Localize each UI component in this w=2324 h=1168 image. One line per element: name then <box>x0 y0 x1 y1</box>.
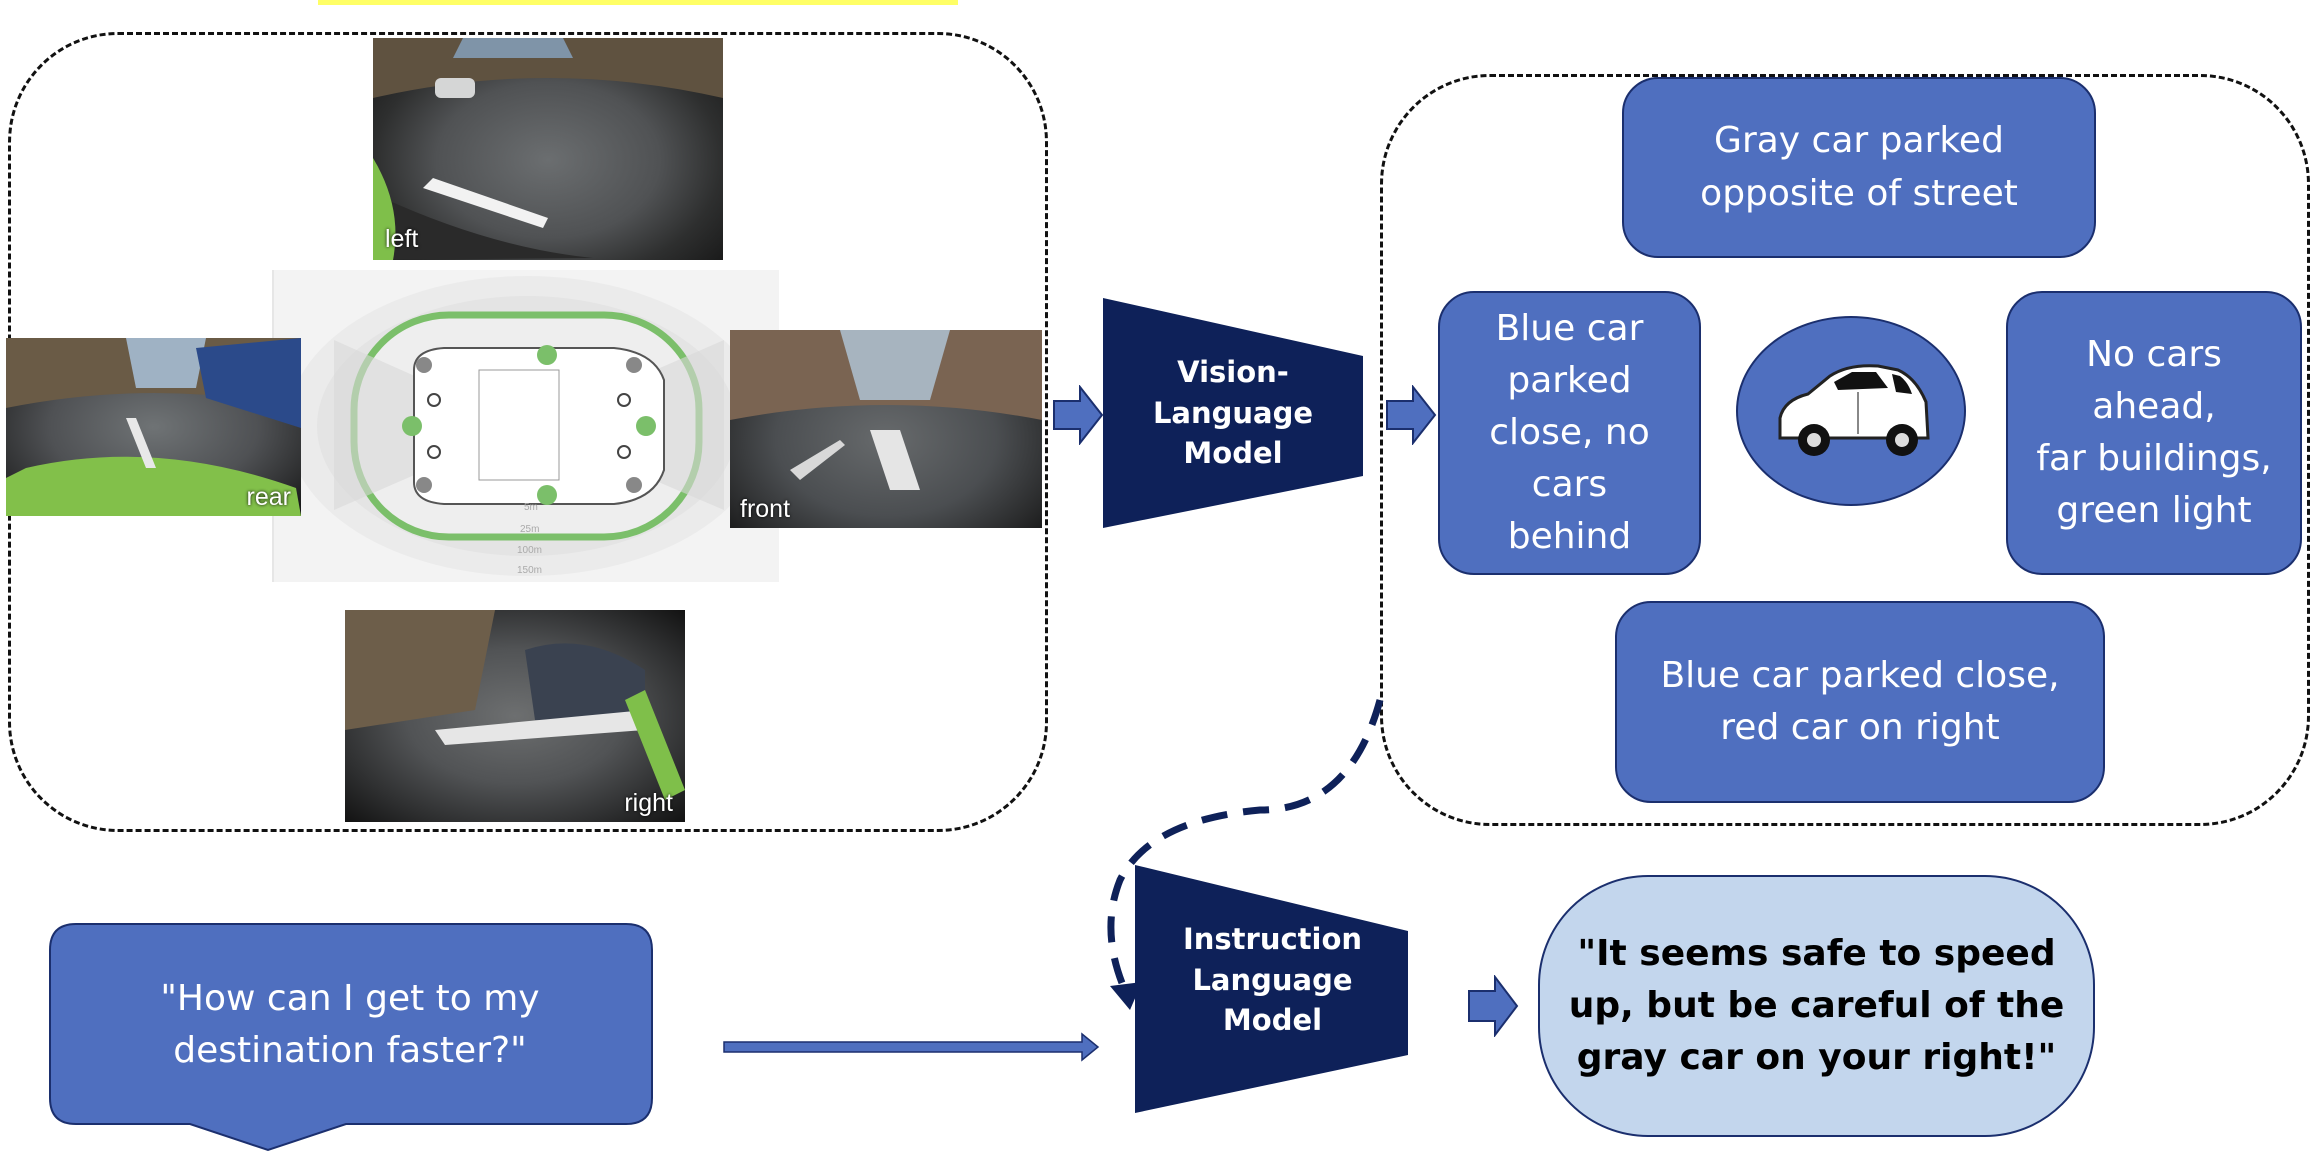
description-group-border <box>1380 74 2310 826</box>
car-sensor-diagram: 5m 25m 100m 150m <box>272 270 779 582</box>
description-top-line2: opposite of street <box>1700 172 2018 214</box>
right-camera-image: right <box>345 610 685 822</box>
left-camera-label: left <box>385 225 419 253</box>
arrow-from-ilm-icon <box>1468 975 1519 1037</box>
instruction-model-shape <box>1135 865 1408 1113</box>
answer-line2: up, but be careful of the <box>1568 984 2065 1026</box>
vision-language-model-shape <box>1103 298 1363 528</box>
description-right-line3: far buildings, <box>2036 438 2272 479</box>
front-camera-label: front <box>740 495 791 523</box>
description-left-line2: parked <box>1507 359 1632 401</box>
description-left-line4: cars <box>1531 464 1608 506</box>
description-bottom-line1: Blue car parked close, <box>1660 654 2060 696</box>
sensor-coverage-graphic: 5m 25m 100m 150m <box>287 276 767 576</box>
range-label-25m: 25m <box>520 524 539 535</box>
front-camera-image: front <box>730 330 1042 528</box>
left-camera-image: left <box>373 38 723 260</box>
arrow-to-vlm-icon <box>1053 385 1104 445</box>
car-icon <box>1778 364 1930 456</box>
left-camera-scene <box>373 38 723 260</box>
range-label-5m: 5m <box>524 502 538 513</box>
context-connector-arrow <box>1107 699 1384 1010</box>
description-left-line5: behind <box>1507 516 1632 558</box>
answer-line1: "It seems safe to speed <box>1577 932 2056 974</box>
range-label-100m: 100m <box>517 545 542 556</box>
yellow-highlight-bar <box>318 0 958 5</box>
answer-bubble: "It seems safe to speed up, but be carefu… <box>1538 875 2095 1137</box>
ilm-label-line1: Instruction <box>1182 922 1363 957</box>
description-top-line1: Gray car parked <box>1714 120 2004 162</box>
question-callout-shape <box>49 923 653 1152</box>
right-camera-label: right <box>624 789 673 817</box>
description-top: Gray car parked opposite of street <box>1622 77 2096 258</box>
description-right-line4: green light <box>2056 490 2252 532</box>
rear-camera-scene <box>6 338 301 516</box>
range-label-150m: 150m <box>517 565 542 576</box>
description-bottom: Blue car parked close, red car on right <box>1615 601 2105 803</box>
description-left-line1: Blue car <box>1495 307 1644 349</box>
vlm-label-line1: Vision-Language <box>1152 355 1314 430</box>
question-line2: destination faster?" <box>173 1030 527 1071</box>
rear-camera-image: rear <box>6 338 301 516</box>
description-right-line2: ahead, <box>2092 385 2216 427</box>
description-right: No cars ahead, far buildings, green light <box>2006 291 2302 575</box>
right-camera-scene <box>345 610 685 800</box>
description-bottom-line2: red car on right <box>1720 707 2000 748</box>
front-camera-scene <box>730 330 1042 490</box>
question-text: "How can I get to my destination faster?" <box>50 930 650 1120</box>
description-left: Blue car parked close, no cars behind <box>1438 291 1701 575</box>
ilm-label-line2: Language Model <box>1192 962 1353 1038</box>
vlm-label-line2: Model <box>1183 436 1283 471</box>
description-right-line1: No cars <box>2086 333 2222 375</box>
answer-line3: gray car on your right!" <box>1576 1037 2057 1079</box>
ego-car-badge <box>1736 316 1966 506</box>
arrow-to-ilm-icon <box>723 1032 1100 1062</box>
question-line1: "How can I get to my <box>160 977 540 1019</box>
description-left-line3: close, no <box>1489 411 1650 453</box>
rear-camera-label: rear <box>246 483 291 511</box>
arrow-from-vlm-icon <box>1386 385 1437 445</box>
